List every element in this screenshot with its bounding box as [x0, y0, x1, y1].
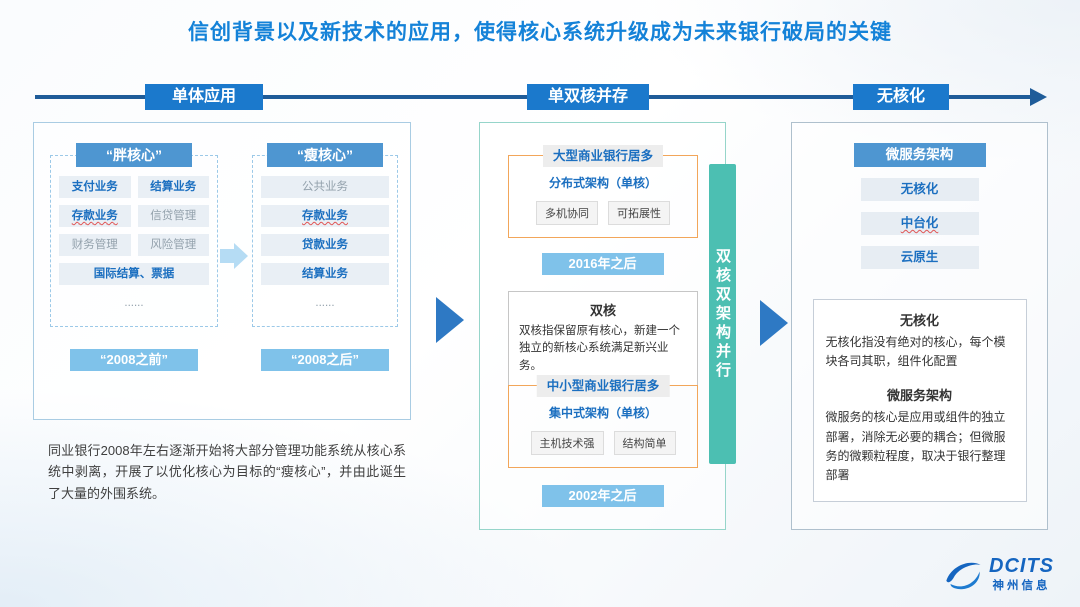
fat-core-items: 支付业务 结算业务 存款业务 信贷管理 财务管理 风险管理 国际结算、票据 ..… [59, 176, 209, 314]
large-banks-features: 多机协同 可拓展性 [517, 201, 689, 225]
decoring-detail-box: 无核化 无核化指没有绝对的核心，每个模块各司其职，组件化配置 微服务架构 微服务… [812, 299, 1027, 503]
thin-core-period: “2008之后” [261, 349, 389, 371]
list-item: 无核化 [860, 178, 979, 201]
small-banks-box: 中小型商业银行居多 集中式架构（单核） 主机技术强 结构简单 [508, 375, 698, 468]
decoring-title: 无核化 [899, 313, 939, 328]
fat-core-header: “胖核心” [76, 143, 192, 167]
company-logo: DCITS 神州信息 [943, 555, 1054, 593]
list-item: 结算业务 [261, 263, 389, 285]
feature-tag: 结构简单 [613, 431, 676, 455]
small-banks-architecture: 集中式架构（单核） [548, 406, 657, 420]
thin-core-items: 公共业务 存款业务 贷款业务 结算业务 ...... [261, 176, 389, 314]
large-banks-box: 大型商业银行居多 分布式架构（单核） 多机协同 可拓展性 [508, 145, 698, 238]
list-item: 存款业务 [59, 205, 131, 227]
timeline-arrowhead-icon [1030, 88, 1047, 106]
monolithic-note: 同业银行2008年左右逐渐开始将大部分管理功能系统从核心系统中剥离，开展了以优化… [48, 443, 406, 501]
large-banks-header: 大型商业银行居多 [542, 145, 664, 167]
dual-core-description: 双核指保留原有核心，新建一个独立的新核心系统满足新兴业务。 [519, 325, 680, 372]
decoring-description: 无核化指没有绝对的核心，每个模块各司其职，组件化配置 [825, 335, 1006, 369]
dual-core-parallel-banner: 双核双架构并行 [709, 164, 736, 464]
fat-core-column: “胖核心” 支付业务 结算业务 存款业务 信贷管理 财务管理 风险管理 国际结算… [50, 143, 218, 371]
list-item: 结算业务 [137, 176, 209, 198]
list-item: ...... [124, 297, 144, 309]
large-banks-architecture: 分布式架构（单核） [548, 176, 657, 190]
small-banks-period: 2002年之后 [541, 485, 664, 507]
list-item: 风险管理 [137, 234, 209, 256]
microservice-description: 微服务的核心是应用或组件的独立部署，消除无必要的耦合；但微服务的微颗粒程度，取决… [825, 410, 1006, 482]
thin-core-header: “瘦核心” [267, 143, 383, 167]
list-item: ...... [315, 297, 335, 309]
stage-arrow-1-icon [436, 297, 464, 343]
large-banks-period: 2016年之后 [541, 253, 664, 275]
timeline-stage-monolithic: 单体应用 [145, 84, 263, 110]
logo-company-name: 神州信息 [992, 580, 1051, 592]
timeline-stage-dual-core: 单双核并存 [527, 84, 649, 110]
list-item: 云原生 [860, 246, 979, 269]
list-item: 中台化 [860, 212, 979, 235]
panel-monolithic: “胖核心” 支付业务 结算业务 存款业务 信贷管理 财务管理 风险管理 国际结算… [33, 122, 411, 420]
logo-brand: DCITS [989, 555, 1054, 577]
panel-dual-core: 大型商业银行居多 分布式架构（单核） 多机协同 可拓展性 2016年之后 双核 … [479, 122, 726, 530]
dual-core-title: 双核 [589, 303, 616, 318]
small-banks-features: 主机技术强 结构简单 [517, 431, 689, 455]
list-item: 存款业务 [261, 205, 389, 227]
logo-text: DCITS 神州信息 [989, 555, 1054, 593]
fat-to-thin-arrow-icon [220, 243, 248, 269]
slide-title: 信创背景以及新技术的应用，使得核心系统升级成为未来银行破局的关键 [188, 21, 892, 44]
thin-core-box: “瘦核心” 公共业务 存款业务 贷款业务 结算业务 ...... [252, 143, 398, 327]
list-item: 公共业务 [261, 176, 389, 198]
fat-core-period: “2008之前” [70, 349, 198, 371]
panel-decoring: 微服务架构 无核化 中台化 云原生 无核化 无核化指没有绝对的核心，每个模块各司… [791, 122, 1048, 530]
thin-core-column: “瘦核心” 公共业务 存款业务 贷款业务 结算业务 ...... “2008之后… [252, 143, 398, 371]
list-item: 信贷管理 [137, 205, 209, 227]
microservice-header: 微服务架构 [853, 143, 986, 167]
stage-arrow-2-icon [760, 300, 788, 346]
microservice-title: 微服务架构 [886, 388, 952, 404]
feature-tag: 主机技术强 [530, 431, 604, 455]
feature-tag: 多机协同 [536, 201, 598, 225]
timeline-stage-decoring: 无核化 [853, 84, 949, 110]
dual-core-definition-box: 双核 双核指保留原有核心，新建一个独立的新核心系统满足新兴业务。 [508, 291, 698, 386]
fat-core-box: “胖核心” 支付业务 结算业务 存款业务 信贷管理 财务管理 风险管理 国际结算… [50, 143, 218, 327]
small-banks-header: 中小型商业银行居多 [536, 375, 670, 397]
list-item: 支付业务 [59, 176, 131, 198]
dcits-swoosh-icon [946, 562, 981, 590]
list-item: 国际结算、票据 [59, 263, 209, 285]
feature-tag: 可拓展性 [608, 201, 670, 225]
list-item: 财务管理 [59, 234, 131, 256]
list-item: 贷款业务 [261, 234, 389, 256]
